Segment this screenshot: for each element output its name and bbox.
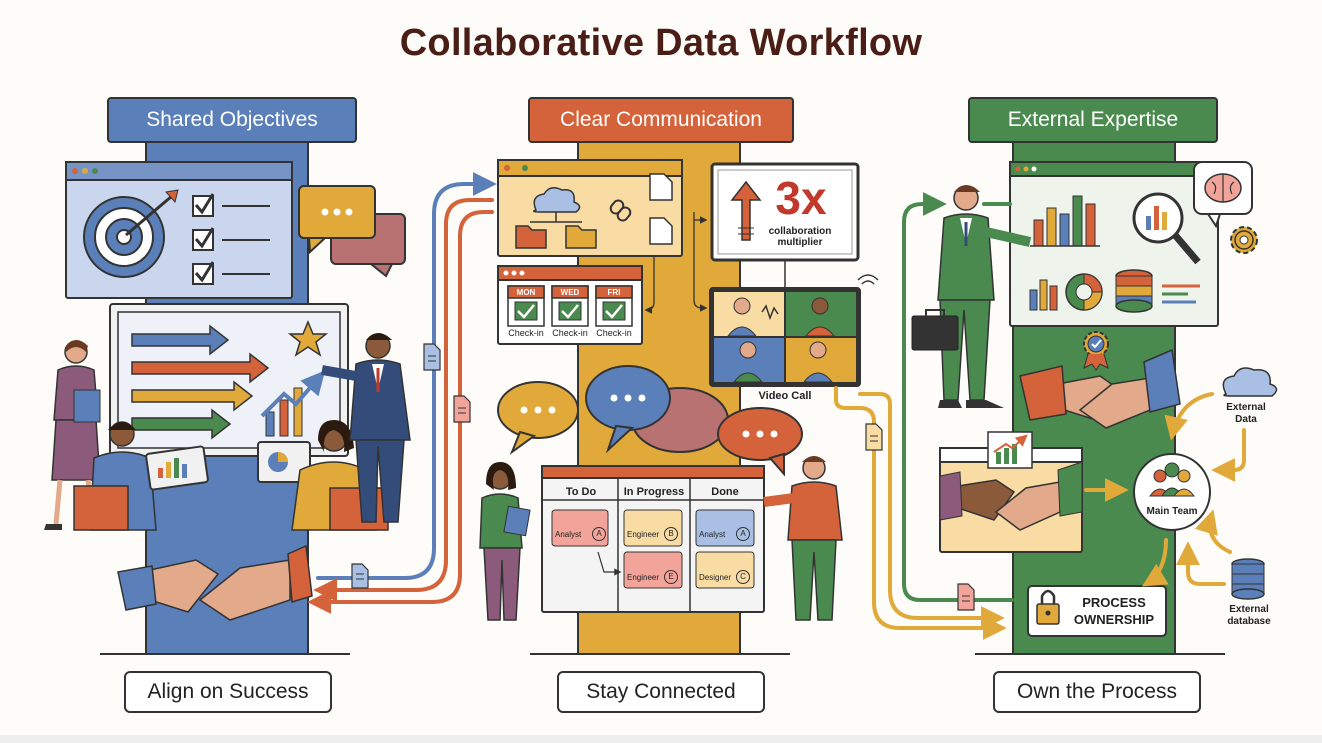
database-icon bbox=[1231, 558, 1265, 600]
main-team-label: Main Team bbox=[1146, 506, 1198, 517]
video-call-monitor bbox=[709, 274, 879, 387]
checkin-cards bbox=[507, 285, 633, 327]
person-woman-pad bbox=[479, 462, 531, 621]
star-icon bbox=[287, 320, 329, 357]
flow-arrows bbox=[307, 172, 1246, 640]
partnership-window bbox=[939, 431, 1083, 553]
document-icon bbox=[649, 173, 673, 201]
checkbox-icon bbox=[192, 193, 215, 217]
process-ownership-box bbox=[1027, 585, 1167, 637]
flow-documents bbox=[351, 343, 975, 611]
external-data-label: External Data bbox=[1226, 402, 1266, 425]
footer-stay-connected: Stay Connected bbox=[557, 671, 765, 713]
header-shared-objectives: Shared Objectives bbox=[107, 97, 357, 143]
task-card-role: Designer bbox=[699, 573, 732, 582]
footer-own-the-process: Own the Process bbox=[993, 671, 1201, 713]
footer-align-on-success: Align on Success bbox=[124, 671, 332, 713]
person-businessman bbox=[911, 185, 1032, 408]
process-ownership-label: PROCESS OWNERSHIP bbox=[1073, 595, 1155, 627]
bottom-strip bbox=[0, 735, 1322, 743]
task-card-role: Analyst bbox=[699, 530, 726, 539]
header-external-expertise: External Expertise bbox=[968, 97, 1218, 143]
bar-chart-icon bbox=[1029, 279, 1058, 311]
video-call-label: Video Call bbox=[758, 390, 812, 402]
document-icon bbox=[865, 423, 883, 451]
target-icon bbox=[83, 189, 179, 278]
cloud-icon bbox=[533, 187, 581, 213]
bar-chart-icon bbox=[1030, 195, 1100, 247]
task-card-badge: C bbox=[736, 570, 750, 584]
pie-chart-icon bbox=[1065, 273, 1103, 311]
person-man-tablet bbox=[73, 421, 209, 531]
cloud-icon bbox=[1222, 367, 1278, 397]
checkin-label-mon: Check-in bbox=[508, 328, 544, 338]
calendar-day-fri: FRI bbox=[607, 288, 621, 297]
task-card-badge: B bbox=[664, 527, 678, 541]
document-icon bbox=[957, 583, 975, 611]
folder-icon bbox=[565, 225, 597, 249]
handshake-icon bbox=[1019, 348, 1181, 429]
kanban-column-todo: To Do bbox=[565, 486, 597, 498]
person-man-pointing bbox=[321, 333, 411, 523]
connector-lines bbox=[644, 212, 708, 314]
person-man-gesturing bbox=[763, 456, 843, 621]
database-icon bbox=[1115, 269, 1153, 313]
lock-icon bbox=[1036, 589, 1060, 625]
kanban-column-in-progress: In Progress bbox=[623, 486, 685, 498]
multiplier-monitor bbox=[710, 162, 860, 290]
document-icon bbox=[351, 563, 369, 589]
checkbox-icon bbox=[192, 261, 215, 285]
kanban-column-done: Done bbox=[711, 486, 739, 498]
analytics-window bbox=[1009, 161, 1219, 327]
link-icon bbox=[609, 199, 632, 222]
briefcase-icon bbox=[911, 315, 959, 351]
badge-icon bbox=[1083, 331, 1109, 371]
calendar-day-wed: WED bbox=[560, 288, 580, 297]
task-card-badge: E bbox=[664, 570, 678, 584]
checklist bbox=[192, 193, 270, 285]
calendar-day-mon: MON bbox=[516, 288, 536, 297]
checkin-label-wed: Check-in bbox=[552, 328, 588, 338]
folder-icon bbox=[515, 225, 547, 249]
brain-icon bbox=[1193, 161, 1253, 229]
page-title: Collaborative Data Workflow bbox=[399, 22, 923, 64]
task-card-role: Analyst bbox=[555, 530, 582, 539]
checkin-label-fri: Check-in bbox=[596, 328, 632, 338]
gear-icon bbox=[1230, 226, 1258, 254]
task-card-badge: A bbox=[736, 527, 750, 541]
document-icon bbox=[453, 395, 471, 423]
multiplier-value: 3x bbox=[775, 172, 827, 224]
wifi-icon bbox=[857, 274, 879, 285]
trend-arrow-icon bbox=[131, 324, 270, 440]
chat-bubble-icon bbox=[298, 185, 406, 278]
task-card-badge: A bbox=[592, 527, 606, 541]
presentation-board bbox=[109, 303, 349, 457]
header-clear-communication: Clear Communication bbox=[528, 97, 794, 143]
external-database-label: External database bbox=[1227, 604, 1271, 627]
document-icon bbox=[649, 217, 673, 245]
file-sharing-window bbox=[497, 159, 683, 257]
task-card-role: Engineer bbox=[627, 573, 660, 582]
task-card-role: Engineer bbox=[627, 530, 660, 539]
team-icon bbox=[1133, 453, 1211, 531]
document-icon bbox=[423, 343, 441, 371]
speech-bubbles bbox=[497, 365, 803, 477]
magnifier-icon bbox=[1132, 192, 1201, 265]
multiplier-text: collaboration multiplier bbox=[768, 226, 832, 248]
arrow-up-icon bbox=[730, 180, 762, 241]
checkbox-icon bbox=[192, 227, 215, 251]
